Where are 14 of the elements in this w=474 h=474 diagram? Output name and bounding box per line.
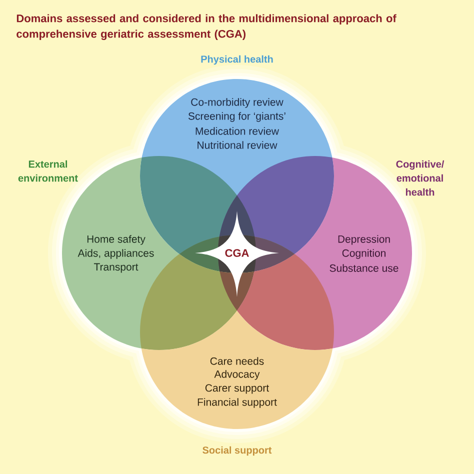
title: Domains assessed and considered in the multidimensional approach of comprehensive geriatric assessment (CGA) (16, 14, 396, 40)
domain-heading: Social support (202, 446, 272, 456)
node-label: Co-morbidity review (191, 98, 284, 108)
domain-heading: Physical health (201, 55, 273, 65)
domain-heading: Cognitive/ emotional health (396, 160, 444, 196)
center-star: CGA (195, 211, 279, 297)
node-label: Care needs (210, 357, 264, 365)
node-label: Nutritional review (198, 141, 278, 149)
node-label: Medication review (196, 127, 280, 135)
domain-heading: External environment (18, 160, 78, 182)
node-label: Screening for ‘giants’ (188, 112, 286, 122)
node-label: Carer support (205, 384, 269, 394)
node-label: Financial support (198, 398, 277, 408)
node-label: Advocacy (214, 370, 260, 380)
